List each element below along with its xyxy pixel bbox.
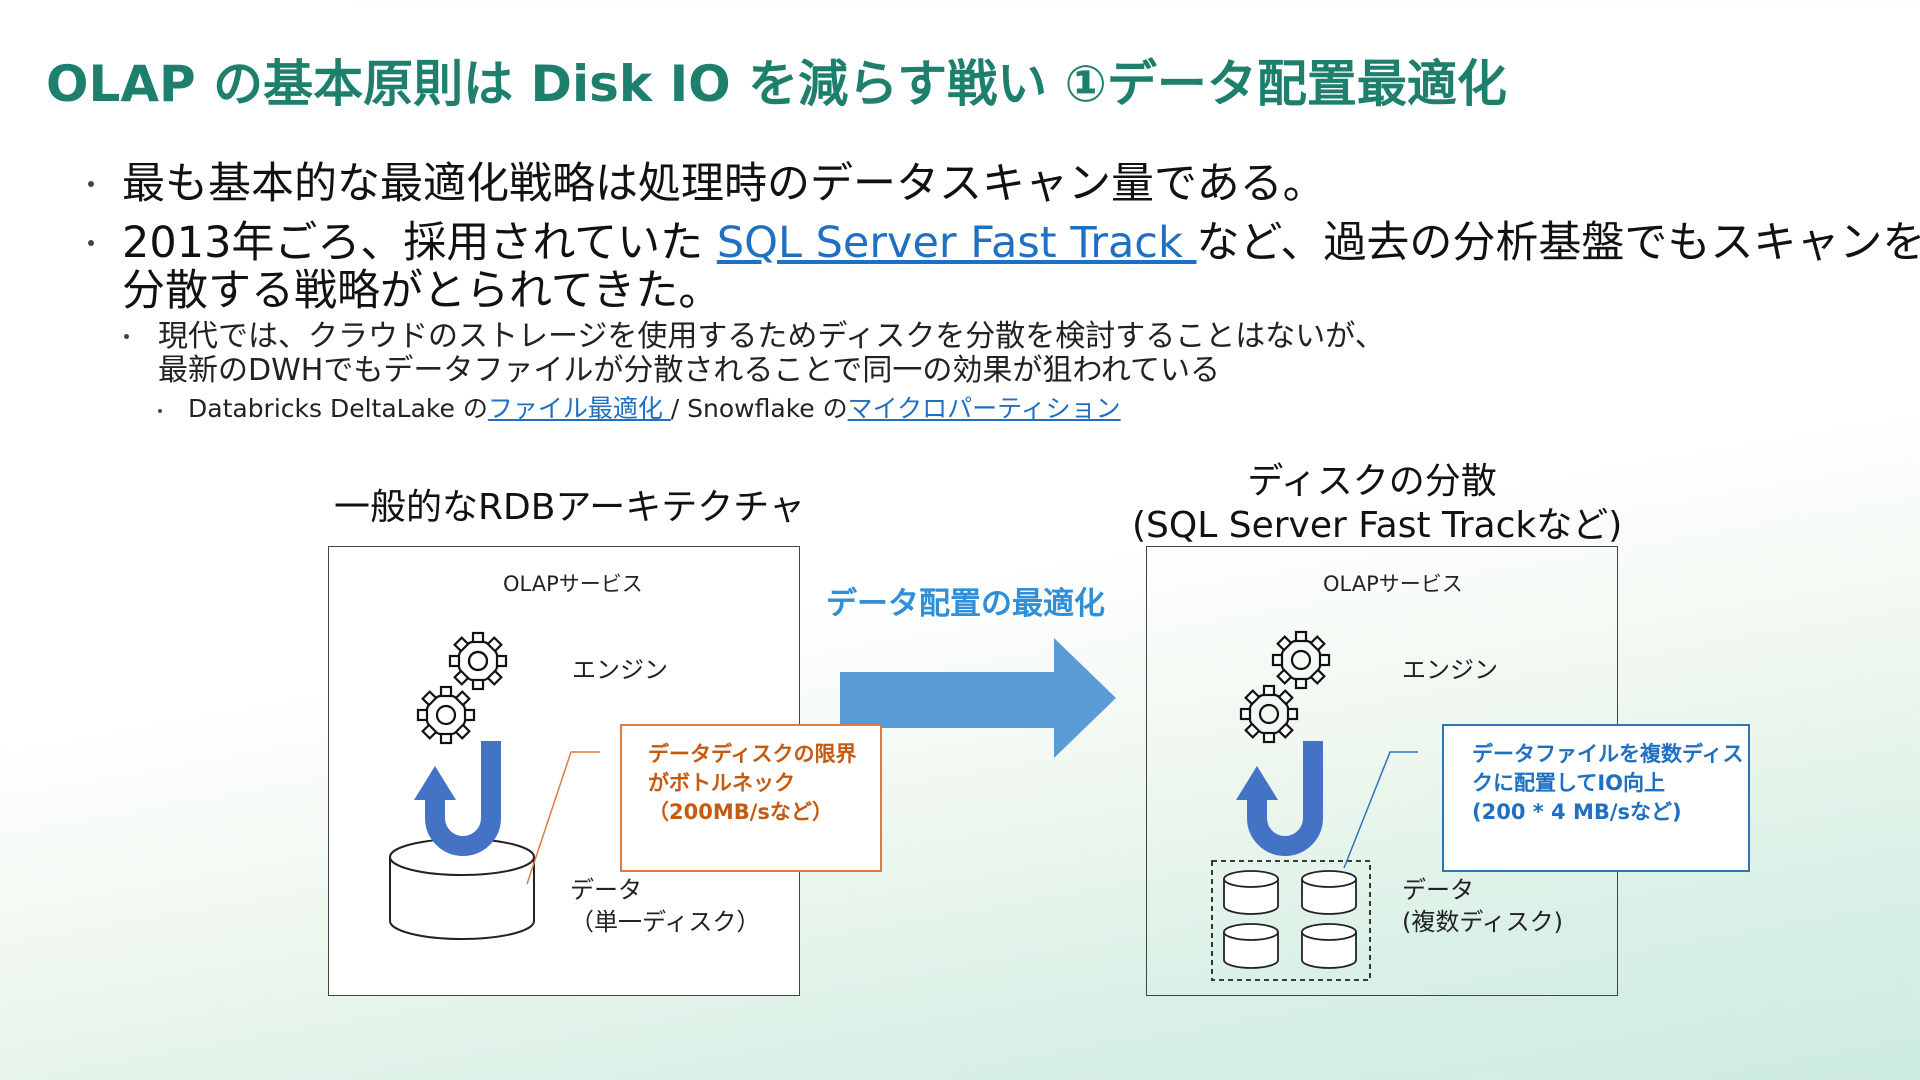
u-turn-arrow-icon [414, 741, 501, 856]
bullet-1-text: 最も基本的な最適化戦略は処理時のデータスキャン量である。 [122, 159, 1326, 209]
multi-disk-group [1211, 860, 1371, 981]
disk-cylinder-icon [1301, 870, 1357, 915]
bullet-dot [88, 181, 94, 187]
right-io-improvement-callout: データファイルを複数ディス クに配置してIO向上 (200 * 4 MB/sなど… [1442, 724, 1750, 872]
bullet-2-suffix: など、過去の分析基盤でもスキャンを [1196, 218, 1920, 268]
left-diagram-heading: 一般的なRDBアーキテクチャ [334, 487, 805, 528]
micro-partition-link[interactable]: マイクロパーティション [847, 394, 1121, 423]
page-title: OLAP の基本原則は Disk IO を減らす戦い ①データ配置最適化 [46, 55, 1507, 113]
bullet-2-line1: 2013年ごろ、採用されていた SQL Server Fast Track など… [122, 217, 1920, 269]
gear-icon [1271, 630, 1331, 690]
disk-cylinder-icon [1223, 923, 1279, 969]
right-data-label: データ (複数ディスク) [1402, 876, 1564, 936]
sub-bullet-line2: 最新のDWHでもデータファイルが分散されることで同一の効果が狙われている [158, 353, 1221, 388]
arrow-label: データ配置の最適化 [826, 586, 1105, 622]
right-diagram-heading-line1: ディスクの分散 [1247, 461, 1497, 502]
bullet-dot [88, 240, 94, 246]
gear-icon [448, 631, 508, 691]
right-engine-label: エンジン [1402, 656, 1498, 684]
disk-cylinder-icon [1301, 923, 1357, 969]
sub-sub-bullet-dot [158, 409, 162, 413]
right-service-label: OLAPサービス [1323, 572, 1463, 596]
sub-sub-bullet: Databricks DeltaLake のファイル最適化 / Snowflak… [188, 393, 1121, 425]
left-bottleneck-callout: データディスクの限界 がボトルネック （200MB/sなど） [620, 724, 882, 872]
right-arrow-icon [840, 638, 1116, 758]
left-callout-leader [526, 751, 600, 885]
u-turn-arrow-icon [1236, 741, 1323, 856]
sub-bullet-dot [124, 334, 129, 339]
left-data-label: データ （単一ディスク） [570, 876, 761, 936]
gear-icon [416, 685, 476, 745]
file-optimization-link[interactable]: ファイル最適化 [487, 394, 671, 423]
databricks-text: Databricks DeltaLake の [188, 394, 488, 423]
disk-cylinder-icon [1223, 870, 1279, 915]
left-service-label: OLAPサービス [503, 572, 643, 596]
bullet-2-prefix: 2013年ごろ、採用されていた [122, 218, 717, 268]
gear-icon [1239, 684, 1299, 744]
left-engine-label: エンジン [572, 656, 668, 684]
sub-bullet-line1: 現代では、クラウドのストレージを使用するためディスクを分散を検討することはないが… [158, 319, 1385, 354]
disk-cylinder-icon [389, 838, 535, 940]
right-diagram-heading-line2: (SQL Server Fast Trackなど) [1132, 505, 1623, 546]
sql-server-fast-track-link[interactable]: SQL Server Fast Track [716, 218, 1197, 268]
bullet-2-line2: 分散する戦略がとられてきた。 [122, 266, 722, 316]
right-callout-leader [1343, 751, 1418, 869]
snowflake-text: / Snowflake の [670, 394, 848, 423]
